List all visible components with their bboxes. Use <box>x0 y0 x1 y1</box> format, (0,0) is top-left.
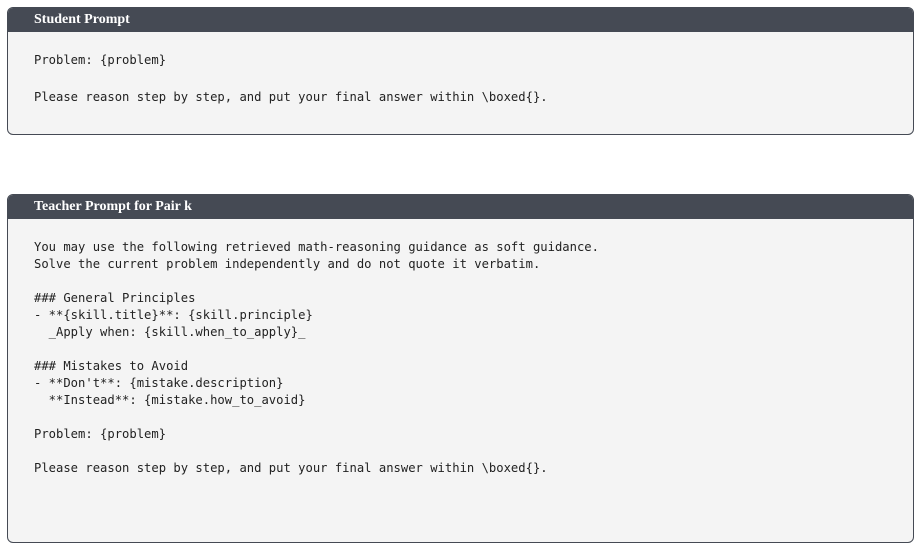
blank-line <box>34 341 913 358</box>
teacher-prompt-title: Teacher Prompt for Pair k <box>8 195 913 219</box>
teacher-prompt-body: You may use the following retrieved math… <box>8 219 913 477</box>
teacher-prompt-box: Teacher Prompt for Pair k You may use th… <box>7 194 914 543</box>
section-heading: ### Mistakes to Avoid <box>34 359 189 373</box>
prompt-line: **Instead**: {mistake.how_to_avoid} <box>34 393 306 407</box>
prompt-line: Problem: {problem} <box>34 427 167 441</box>
blank-line <box>34 69 913 89</box>
prompt-line: - **Don't**: {mistake.description} <box>34 376 284 390</box>
student-prompt-box: Student Prompt Problem: {problem} Please… <box>7 7 914 135</box>
prompt-line: You may use the following retrieved math… <box>34 240 599 254</box>
prompt-line: Please reason step by step, and put your… <box>34 90 548 104</box>
section-heading: ### General Principles <box>34 291 196 305</box>
student-prompt-title: Student Prompt <box>8 8 913 32</box>
blank-line <box>34 443 913 460</box>
student-prompt-body: Problem: {problem} Please reason step by… <box>8 32 913 106</box>
prompt-line: _Apply when: {skill.when_to_apply}_ <box>34 325 306 339</box>
blank-line <box>34 409 913 426</box>
prompt-line: - **{skill.title}**: {skill.principle} <box>34 308 313 322</box>
prompt-line: Problem: {problem} <box>34 53 167 67</box>
prompt-line: Solve the current problem independently … <box>34 257 541 271</box>
blank-line <box>34 273 913 290</box>
prompt-line: Please reason step by step, and put your… <box>34 461 548 475</box>
